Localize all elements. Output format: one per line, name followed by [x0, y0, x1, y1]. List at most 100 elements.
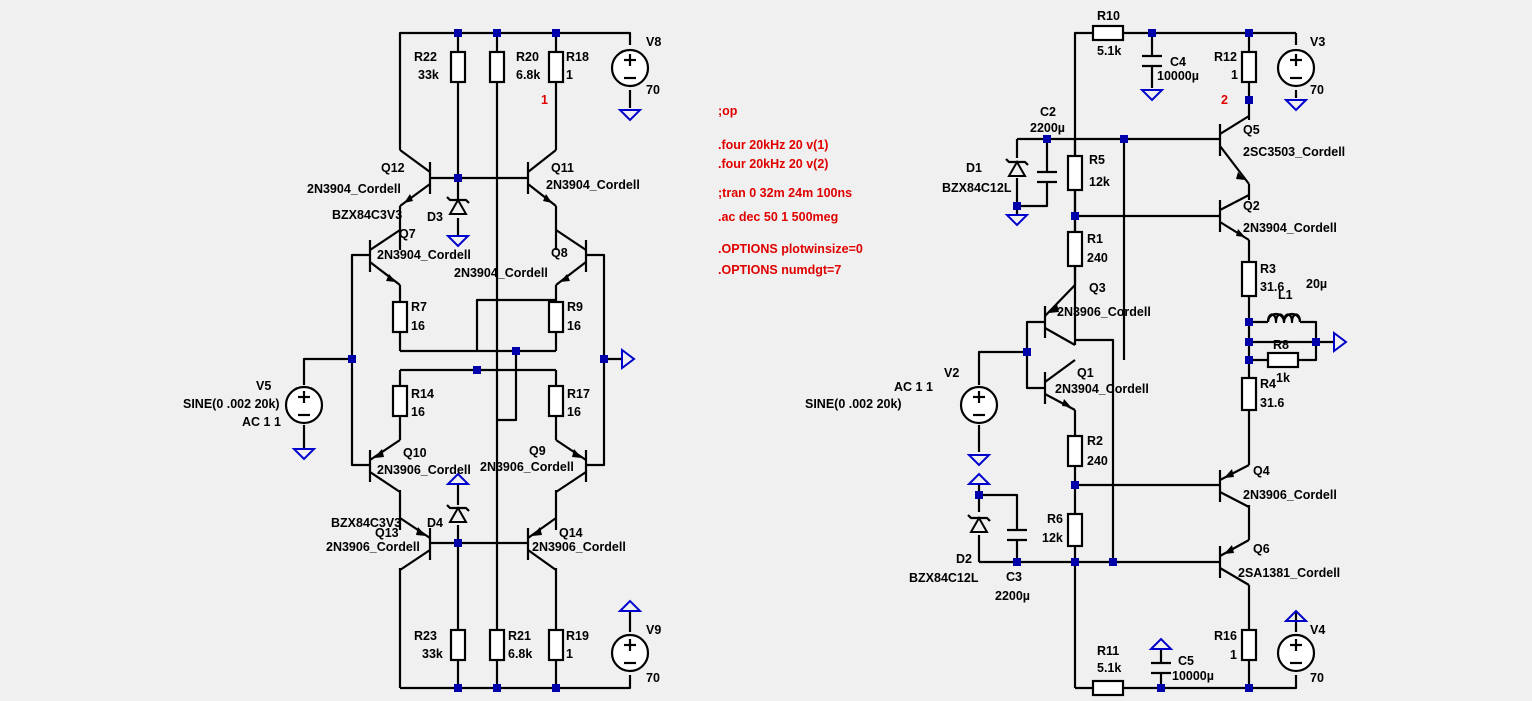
value-r11: 5.1k — [1097, 661, 1121, 675]
label-q10: Q10 — [403, 446, 427, 460]
model-d4: BZX84C3V3 — [331, 516, 401, 530]
label-c5: C5 — [1178, 654, 1194, 668]
label-q6: Q6 — [1253, 542, 1270, 556]
label-r4: R4 — [1260, 377, 1276, 391]
left-junctions — [348, 29, 608, 692]
value-c3: 2200µ — [995, 589, 1030, 603]
label-q12: Q12 — [381, 161, 405, 175]
value-r7: 16 — [411, 319, 425, 333]
directive-ac: .ac dec 50 1 500meg — [718, 210, 838, 224]
label-r23: R23 — [414, 629, 437, 643]
value-r4: 31.6 — [1260, 396, 1284, 410]
model-q9: 2N3906_Cordell — [480, 460, 574, 474]
label-l1: L1 — [1278, 288, 1293, 302]
sine-v5: SINE(0 .002 20k) — [183, 397, 280, 411]
model-q5: 2SC3503_Cordell — [1243, 145, 1345, 159]
right-transistors — [1043, 115, 1250, 586]
label-r20: R20 — [516, 50, 539, 64]
value-r22: 33k — [418, 68, 439, 82]
value-v3: 70 — [1310, 83, 1324, 97]
label-r9: R9 — [567, 300, 583, 314]
label-d3: D3 — [427, 210, 443, 224]
value-r20: 6.8k — [516, 68, 540, 82]
label-v5: V5 — [256, 379, 271, 393]
value-c5: 10000µ — [1172, 669, 1214, 683]
model-d3: BZX84C3V3 — [332, 208, 402, 222]
left-sources — [284, 48, 650, 673]
value-r19: 1 — [566, 647, 573, 661]
model-q3: 2N3906_Cordell — [1057, 305, 1151, 319]
label-c4: C4 — [1170, 55, 1186, 69]
label-q7: Q7 — [399, 227, 416, 241]
label-d4: D4 — [427, 516, 443, 530]
label-q2: Q2 — [1243, 199, 1260, 213]
value-l1: 20µ — [1306, 277, 1327, 291]
model-q13: 2N3906_Cordell — [326, 540, 420, 554]
label-r5: R5 — [1089, 153, 1105, 167]
value-v8: 70 — [646, 83, 660, 97]
label-c3: C3 — [1006, 570, 1022, 584]
right-resistors — [1066, 24, 1300, 697]
model-q14: 2N3906_Cordell — [532, 540, 626, 554]
spice-directives: ;op .four 20kHz 20 v(1) .four 20kHz 20 v… — [718, 104, 863, 277]
model-q4: 2N3906_Cordell — [1243, 488, 1337, 502]
left-zener-diodes — [446, 196, 470, 523]
label-r21: R21 — [508, 629, 531, 643]
label-v9: V9 — [646, 623, 661, 637]
value-r6: 12k — [1042, 531, 1063, 545]
label-q14: Q14 — [559, 526, 583, 540]
right-labels: R10 5.1k C4 10000µ R12 1 V3 70 C2 2200µ … — [805, 9, 1345, 685]
label-r6: R6 — [1047, 512, 1063, 526]
right-passives — [967, 54, 1302, 675]
label-r14: R14 — [411, 387, 434, 401]
model-q12: 2N3904_Cordell — [307, 182, 401, 196]
label-q9: Q9 — [529, 444, 546, 458]
model-q7: 2N3904_Cordell — [377, 248, 471, 262]
net-label-2: 2 — [1221, 93, 1228, 107]
label-r17: R17 — [567, 387, 590, 401]
label-r2: R2 — [1087, 434, 1103, 448]
value-r5: 12k — [1089, 175, 1110, 189]
value-r17: 16 — [567, 405, 581, 419]
label-r22: R22 — [414, 50, 437, 64]
right-sources — [959, 48, 1316, 673]
value-r2: 240 — [1087, 454, 1108, 468]
label-r7: R7 — [411, 300, 427, 314]
value-r1: 240 — [1087, 251, 1108, 265]
model-q11: 2N3904_Cordell — [546, 178, 640, 192]
value-r23: 33k — [422, 647, 443, 661]
left-labels: R22 33k R20 6.8k R18 1 V8 70 Q12 2N3904_… — [183, 35, 661, 685]
label-r19: R19 — [566, 629, 589, 643]
label-v3: V3 — [1310, 35, 1325, 49]
value-v4: 70 — [1310, 671, 1324, 685]
ac-v2: AC 1 1 — [894, 380, 933, 394]
label-v2: V2 — [944, 366, 959, 380]
value-r16: 1 — [1230, 648, 1237, 662]
model-d1: BZX84C12L — [942, 181, 1012, 195]
directive-four-v1: .four 20kHz 20 v(1) — [718, 138, 828, 152]
sine-v2: SINE(0 .002 20k) — [805, 397, 902, 411]
left-grounds — [291, 109, 643, 612]
directive-four-v2: .four 20kHz 20 v(2) — [718, 157, 828, 171]
label-v8: V8 — [646, 35, 661, 49]
label-r1: R1 — [1087, 232, 1103, 246]
value-r18: 1 — [566, 68, 573, 82]
label-q5: Q5 — [1243, 123, 1260, 137]
label-r12: R12 — [1214, 50, 1237, 64]
value-r3: 31.6 — [1260, 280, 1284, 294]
label-r11: R11 — [1097, 644, 1119, 658]
value-c4: 10000µ — [1157, 69, 1199, 83]
left-transistors — [368, 149, 588, 571]
label-c2: C2 — [1040, 105, 1056, 119]
label-r18: R18 — [566, 50, 589, 64]
label-q13: Q13 — [375, 526, 399, 540]
label-r8: R8 — [1273, 338, 1289, 352]
label-d2: D2 — [956, 552, 972, 566]
model-q1: 2N3904_Cordell — [1055, 382, 1149, 396]
label-r10: R10 — [1097, 9, 1120, 23]
directive-options-numdgt: .OPTIONS numdgt=7 — [718, 263, 841, 277]
net-label-1: 1 — [541, 93, 548, 107]
left-resistors — [391, 50, 565, 662]
label-r3: R3 — [1260, 262, 1276, 276]
